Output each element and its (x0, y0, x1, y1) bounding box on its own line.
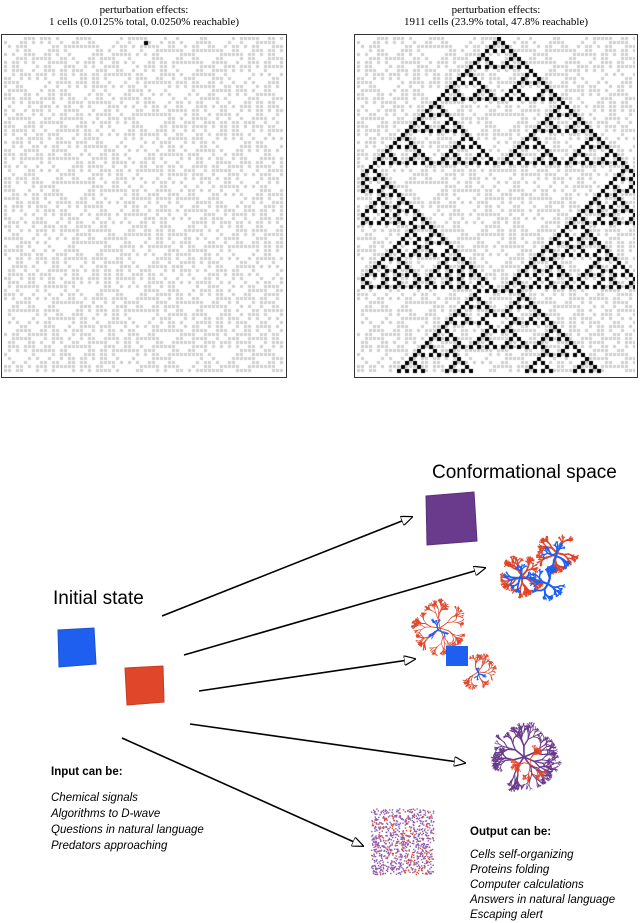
ca-panel-left: perturbation effects: 1 cells (0.0125% t… (0, 0, 288, 378)
input-item: Algorithms to D-wave (51, 808, 161, 820)
caption-right-line1: perturbation effects: (451, 4, 541, 16)
purple-conformation-square (425, 491, 478, 546)
input-item: Predators approaching (51, 840, 168, 852)
arrow-to-purple-square (161, 517, 412, 617)
arrow-to-tree-pair (183, 568, 485, 656)
input-list: Chemical signals Algorithms to D-wave Qu… (51, 790, 204, 854)
output-item: Answers in natural language (470, 894, 616, 906)
caption-left-line2: 1 cells (0.0125% total, 0.0250% reachabl… (49, 16, 239, 28)
tree-pair-conformation (499, 534, 579, 602)
ca-grid-frame-left (1, 34, 287, 378)
output-item: Cells self-organizing (470, 849, 574, 861)
input-item: Chemical signals (51, 792, 138, 804)
blue-initial-square (57, 627, 97, 668)
ca-grid-left (4, 37, 284, 375)
output-list: Cells self-organizing Proteins folding C… (470, 848, 615, 923)
arrow-to-scatter (121, 737, 363, 846)
arrow-to-purple-tree (189, 723, 465, 763)
input-list-title: Input can be: (51, 766, 123, 778)
ca-panel-right: perturbation effects: 1911 cells (23.9% … (352, 0, 640, 378)
output-list-title: Output can be: (470, 826, 552, 838)
output-item: Escaping alert (470, 909, 543, 921)
scatter-conformation (371, 808, 435, 876)
conformational-space-title: Conformational space (432, 462, 617, 483)
branching-cluster-conformation (410, 598, 497, 690)
arrow-to-branching-cluster (198, 659, 415, 692)
output-item: Proteins folding (470, 864, 550, 876)
ca-grid-frame-right (354, 34, 638, 378)
caption-right-line2: 1911 cells (23.9% total, 47.8% reachable… (403, 16, 589, 28)
initial-state-title: Initial state (53, 588, 144, 609)
purple-tree-conformation (490, 721, 562, 793)
input-item: Questions in natural language (51, 824, 204, 836)
output-item: Computer calculations (470, 879, 584, 891)
ca-grid-right (357, 37, 635, 375)
caption-left-line1: perturbation effects: (99, 4, 189, 16)
red-initial-square (124, 665, 165, 706)
